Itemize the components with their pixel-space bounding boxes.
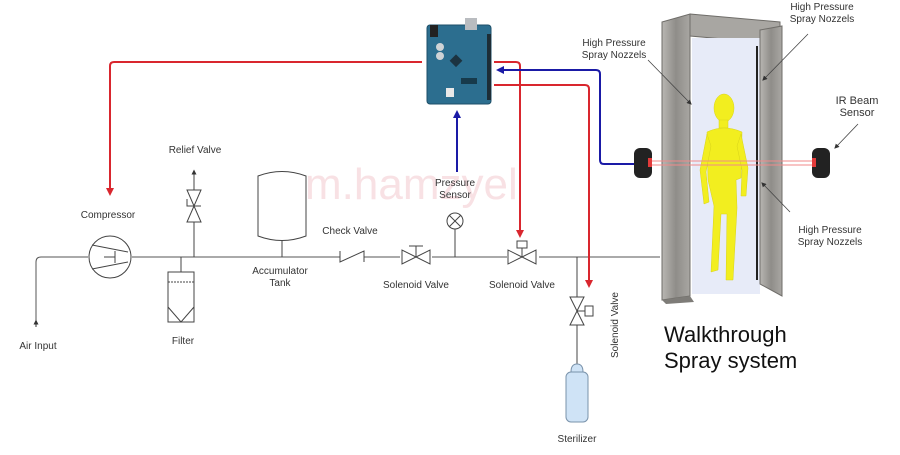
- label-filter: Filter: [171, 336, 195, 347]
- label-pressure-sensor-line1: Pressure: [434, 178, 476, 189]
- label-nozzle-left: High Pressure Spray Nozzels: [582, 38, 646, 62]
- label-accumulator-line1: Accumulator: [252, 266, 308, 277]
- label-nozzle-left-line1: High Pressure: [582, 38, 646, 49]
- label-nozzle-bottom: High Pressure Spray Nozzels: [798, 225, 862, 249]
- walkthrough-frame: [661, 13, 783, 304]
- sterilizer-bottle: [565, 363, 589, 423]
- pressure-sensor-symbol: [446, 212, 464, 257]
- label-nozzle-left-line2: Spray Nozzels: [581, 50, 647, 61]
- label-solenoid-valve-2: Solenoid Valve: [489, 280, 555, 291]
- main-pipe: [35, 256, 660, 327]
- label-solenoid-valve-3: Solenoid Valve: [610, 292, 621, 358]
- wire-arduino-to-solenoid-3: [494, 84, 593, 288]
- ir-sensor-left: [634, 148, 652, 178]
- label-nozzle-top-line2: Spray Nozzels: [789, 14, 855, 25]
- label-ir-line2: Sensor: [839, 107, 875, 119]
- wire-arduino-to-solenoid-2: [494, 61, 524, 238]
- title-line2: Spray system: [664, 348, 798, 373]
- label-pressure-sensor-line2: Sensor: [439, 190, 471, 201]
- label-air-input: Air Input: [19, 341, 57, 352]
- label-nozzle-bottom-line2: Spray Nozzels: [797, 237, 863, 248]
- solenoid-valve-2-symbol: [507, 240, 537, 265]
- arduino-board[interactable]: [426, 18, 492, 105]
- label-sterilizer: Sterilizer: [557, 434, 597, 445]
- label-accumulator-line2: Tank: [269, 278, 291, 289]
- accumulator-tank-symbol: [257, 171, 307, 257]
- label-nozzle-bottom-line1: High Pressure: [798, 225, 862, 236]
- label-compressor: Compressor: [80, 210, 136, 221]
- label-pressure-sensor: Pressure Sensor: [435, 178, 475, 202]
- title-line1: Walkthrough: [664, 322, 787, 347]
- wire-arduino-to-compressor: [106, 61, 422, 196]
- watermark: m.hamzyel: [305, 160, 518, 209]
- check-valve-symbol: [339, 250, 365, 263]
- filter-symbol: [167, 257, 195, 323]
- label-relief-valve: Relief Valve: [168, 145, 222, 156]
- solenoid-valve-3-symbol: [569, 257, 594, 365]
- ir-sensor-right: [812, 148, 830, 178]
- solenoid-valve-1-symbol: [401, 245, 431, 265]
- label-nozzle-top: High Pressure Spray Nozzels: [790, 2, 854, 26]
- callout-lines: [647, 33, 859, 213]
- label-ir-line1: IR Beam: [835, 95, 879, 107]
- label-check-valve: Check Valve: [322, 226, 378, 237]
- relief-valve-symbol: [186, 169, 202, 257]
- label-nozzle-top-line1: High Pressure: [790, 2, 854, 13]
- wire-ir-sensor-to-arduino: [496, 66, 634, 165]
- label-ir-beam-sensor: IR Beam Sensor: [836, 95, 879, 119]
- diagram-title: Walkthrough Spray system: [664, 322, 797, 374]
- label-solenoid-valve-1: Solenoid Valve: [383, 280, 449, 291]
- compressor-symbol: [88, 235, 132, 279]
- label-accumulator-tank: Accumulator Tank: [252, 266, 308, 290]
- person-figure[interactable]: [699, 93, 749, 281]
- ir-beam: [648, 160, 818, 166]
